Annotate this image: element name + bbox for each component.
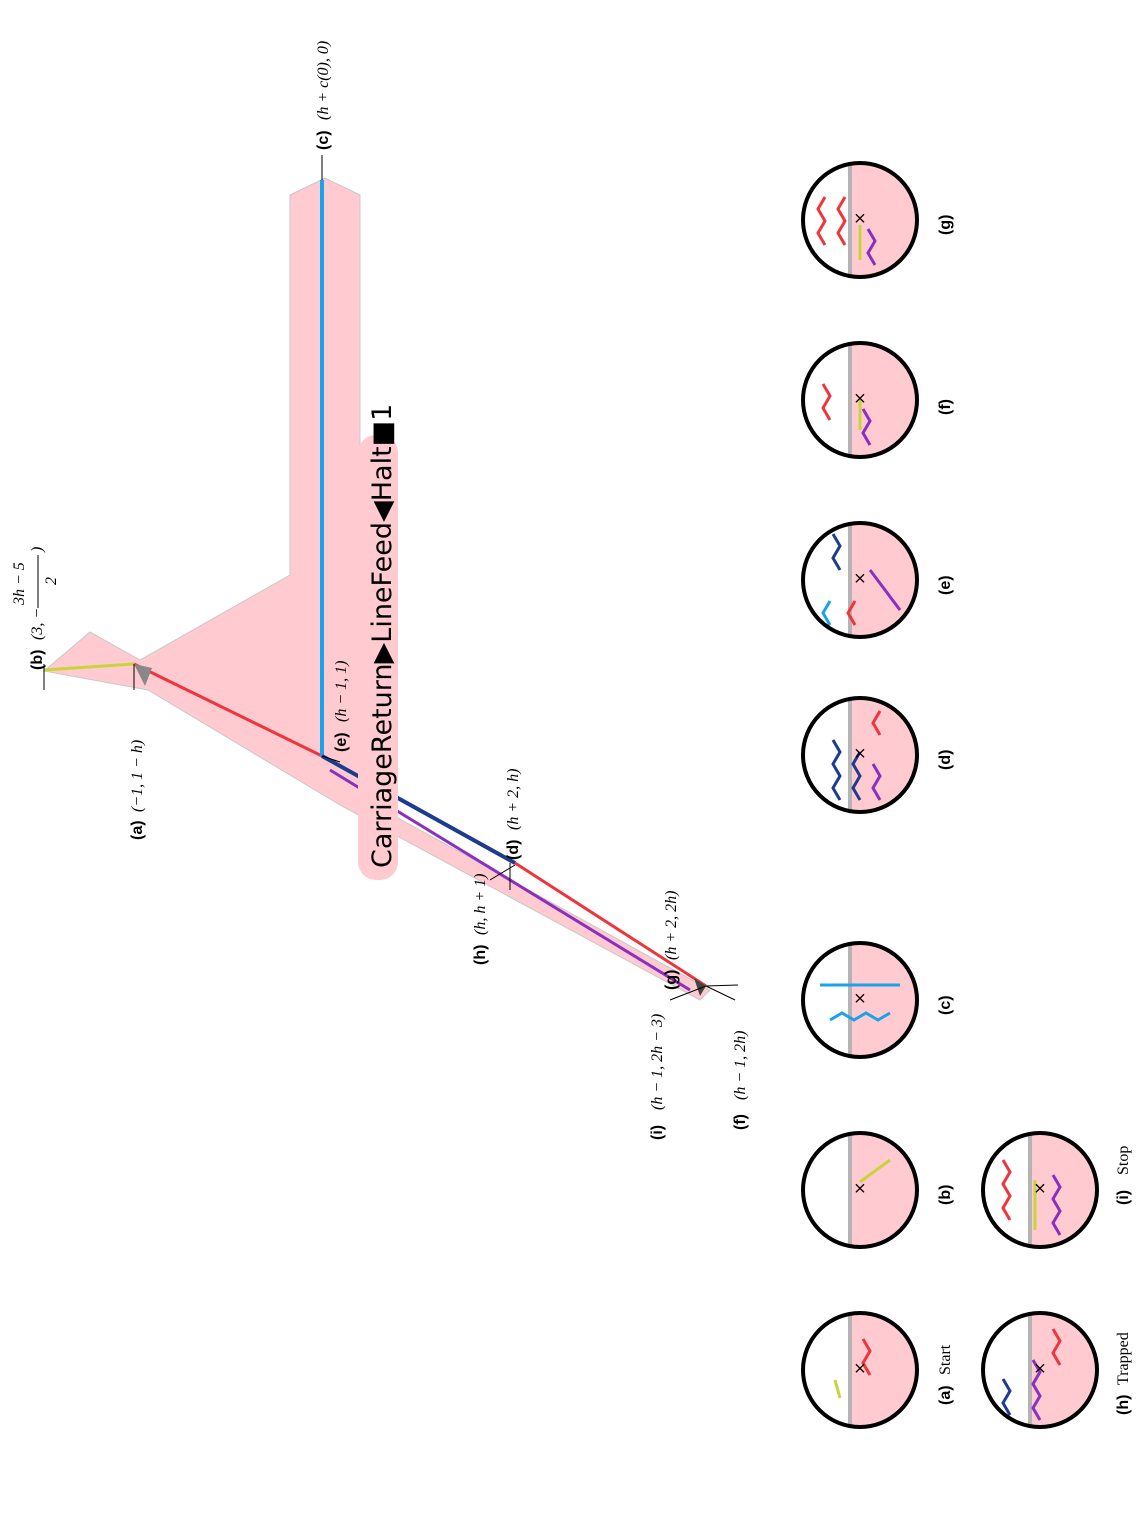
start-arrow-icon xyxy=(134,664,152,686)
svg-text:CarriageReturn▶LineFeed◀Halt■1: CarriageReturn▶LineFeed◀Halt■1 xyxy=(367,404,398,868)
cross-marker-icon: × xyxy=(1030,1182,1049,1195)
arrow-markers xyxy=(134,664,706,996)
tube-path xyxy=(42,177,711,1001)
inset-7: × xyxy=(801,161,919,279)
svg-text:(h − 1, 1): (h − 1, 1) xyxy=(333,661,350,722)
inset-tag: (d) xyxy=(937,750,954,770)
label-d: (d) (h + 2, h) xyxy=(505,769,522,860)
svg-text:(f): (f) xyxy=(732,1114,749,1130)
cross-marker-icon: × xyxy=(1030,1362,1049,1375)
svg-text:3h − 5: 3h − 5 xyxy=(11,562,28,606)
cross-marker-icon: × xyxy=(850,1182,869,1195)
inset-label-4: (d) xyxy=(937,750,954,770)
leader-lines xyxy=(43,155,739,1001)
inset-tag: (e) xyxy=(937,575,954,595)
svg-text:(a): (a) xyxy=(129,820,146,840)
red-track-upper xyxy=(133,662,323,758)
svg-text:(h − 1, 2h − 3): (h − 1, 2h − 3) xyxy=(649,1014,666,1110)
inset-8: × xyxy=(981,1311,1099,1429)
inset-tag: (a) xyxy=(937,1385,954,1405)
inset-label-1: (a) Start xyxy=(937,1344,954,1405)
svg-text:(i): (i) xyxy=(649,1125,666,1140)
svg-text:(e): (e) xyxy=(333,732,350,752)
banner: CarriageReturn▶LineFeed◀Halt■1 xyxy=(358,404,398,880)
cross-marker-icon: × xyxy=(850,212,869,225)
label-f: (f) (h − 1, 2h) xyxy=(732,1031,749,1130)
inset-tag: (f) xyxy=(937,399,954,415)
cross-marker-icon: × xyxy=(850,992,869,1005)
label-b: (b) (3, − 3h − 5 2 ) xyxy=(11,547,60,670)
end-arrow-icon xyxy=(694,978,706,996)
label-c: (c) (h + c(0), 0) xyxy=(315,41,332,150)
label-a: (a) (−1, 1 − h) xyxy=(129,740,146,840)
yellow-track xyxy=(43,662,135,672)
inset-tag: (h) xyxy=(1115,1395,1132,1415)
inset-tag: (b) xyxy=(937,1185,954,1205)
cross-marker-icon: × xyxy=(850,747,869,760)
label-i: (i) (h − 1, 2h − 3) xyxy=(649,1014,666,1140)
inset-2: × xyxy=(801,1131,919,1249)
inset-label-2: (b) xyxy=(937,1185,954,1205)
inset-3: × xyxy=(801,941,919,1059)
svg-text:(h + 2, 2h): (h + 2, 2h) xyxy=(663,891,680,960)
svg-text:(c): (c) xyxy=(315,130,332,150)
label-h: (h) (h, h + 1) xyxy=(472,874,489,965)
svg-text:(h, h + 1): (h, h + 1) xyxy=(472,874,489,935)
inset-caption: Trapped xyxy=(1115,1332,1132,1385)
inset-1: × xyxy=(801,1311,919,1429)
inset-tag: (g) xyxy=(937,215,954,235)
cross-marker-icon: × xyxy=(850,572,869,585)
inset-caption: Stop xyxy=(1115,1146,1132,1175)
label-g: (g) (h + 2, 2h) xyxy=(663,891,680,990)
inset-6: × xyxy=(801,341,919,459)
svg-text:2: 2 xyxy=(43,577,60,585)
svg-text:): ) xyxy=(29,547,46,553)
inset-label-8: (h) Trapped xyxy=(1115,1332,1132,1415)
svg-text:(b): (b) xyxy=(29,650,46,670)
inset-tag: (i) xyxy=(1115,1190,1132,1205)
cross-marker-icon: × xyxy=(850,392,869,405)
inset-group: × (a) Start × (b) × (c) × (d) × (e) × (f) × (g) × (h) Tra… xyxy=(801,161,1132,1429)
svg-text:(d): (d) xyxy=(505,840,522,860)
svg-text:(−1, 1 − h): (−1, 1 − h) xyxy=(129,740,146,812)
inset-label-7: (g) xyxy=(937,215,954,235)
inset-label-3: (c) xyxy=(937,995,954,1015)
svg-text:(h − 1, 2h): (h − 1, 2h) xyxy=(732,1031,749,1100)
navy-track xyxy=(321,754,516,865)
inset-9: × xyxy=(981,1131,1099,1249)
svg-text:(h): (h) xyxy=(472,945,489,965)
inset-tag: (c) xyxy=(937,995,954,1015)
inset-4: × xyxy=(801,696,919,814)
cross-marker-icon: × xyxy=(850,1362,869,1375)
inset-label-9: (i) Stop xyxy=(1115,1146,1132,1205)
label-e: (e) (h − 1, 1) xyxy=(333,661,350,752)
inset-5: × xyxy=(801,521,919,639)
svg-text:(h + 2, h): (h + 2, h) xyxy=(505,769,522,830)
red-track-lower xyxy=(514,861,707,988)
inset-label-5: (e) xyxy=(937,575,954,595)
inset-caption: Start xyxy=(937,1344,954,1375)
inset-label-6: (f) xyxy=(937,399,954,415)
svg-text:(h + c(0), 0): (h + c(0), 0) xyxy=(315,41,332,120)
svg-text:(3, −: (3, − xyxy=(29,608,46,640)
svg-text:(g): (g) xyxy=(663,970,680,990)
